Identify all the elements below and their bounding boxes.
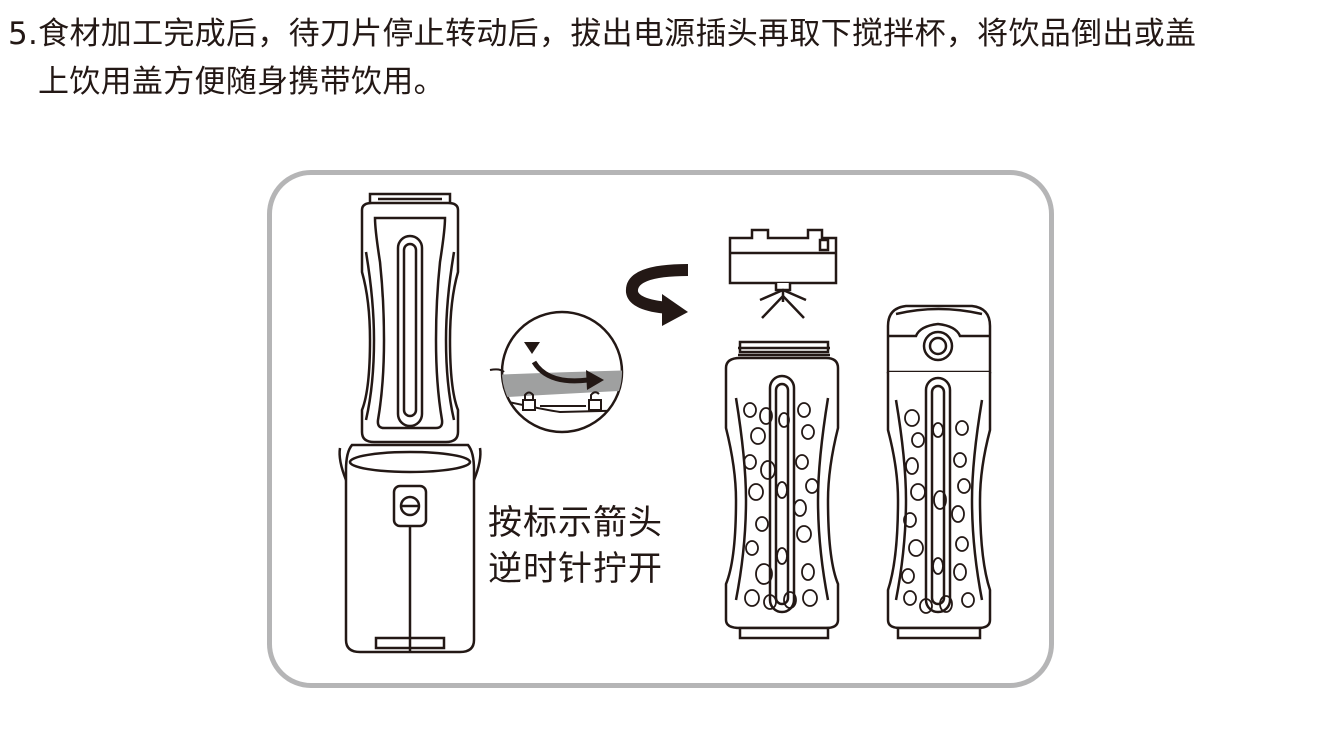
caption-line-2: 逆时针拧开 bbox=[488, 549, 663, 589]
cup-with-lid-icon bbox=[886, 304, 992, 640]
step-instruction: 5.食材加工完成后，待刀片停止转动后，拔出电源插头再取下搅拌杯，将饮品倒出或盖 … bbox=[8, 10, 1313, 106]
instruction-line-2: 上饮用盖方便随身携带饮用。 bbox=[38, 64, 445, 100]
unlock-detail-icon bbox=[489, 310, 624, 434]
blade-assembly-icon bbox=[728, 228, 838, 319]
caption-line-1: 按标示箭头 bbox=[488, 503, 663, 543]
open-cup-icon bbox=[724, 340, 840, 640]
illustration-panel bbox=[267, 170, 1054, 688]
figure-caption: 按标示箭头 逆时针拧开 bbox=[488, 500, 663, 592]
rotate-arrow-icon bbox=[626, 264, 689, 326]
blender-assembled-icon bbox=[338, 192, 482, 654]
instruction-line-1: 5.食材加工完成后，待刀片停止转动后，拔出电源插头再取下搅拌杯，将饮品倒出或盖 bbox=[8, 16, 1197, 52]
